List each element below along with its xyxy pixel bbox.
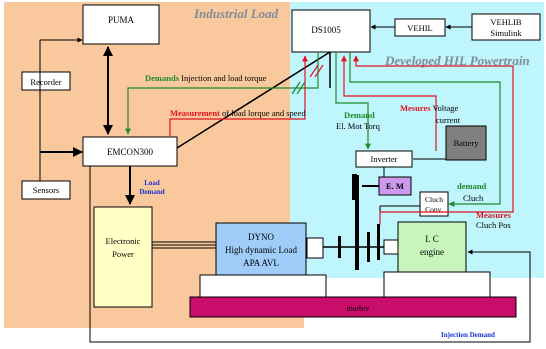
electric-motor-label: E. M — [386, 181, 404, 191]
marble-slab — [189, 296, 517, 318]
demand-clutch-line — [349, 52, 501, 207]
recorder-block — [21, 71, 71, 91]
clutch-converter-label-line2: Conv. — [425, 205, 443, 214]
ic-engine-label-line2: engine — [420, 247, 444, 257]
mesures-voltage-line — [341, 55, 437, 151]
engine-pedestal — [383, 271, 491, 298]
recorder-label: Recorder — [30, 77, 61, 87]
vehlib-label-line1: VEHLIB — [490, 17, 521, 27]
dyno-block — [215, 222, 307, 276]
dyno-coupling — [306, 237, 324, 259]
dyno-label-line3: APA AVL — [243, 258, 279, 268]
vehlib-label-line2: Simulink — [490, 28, 522, 38]
ds1005-block — [291, 9, 371, 53]
sensors-block — [21, 180, 71, 200]
dyno-pedestal — [199, 274, 327, 298]
ic-engine-block — [397, 221, 467, 273]
measurement-label: Measurement of load lorque and speed — [170, 108, 306, 118]
demand-elmot-torque-line — [335, 52, 371, 150]
emcon300-label: EMCON300 — [107, 147, 154, 157]
measures-clutch-label-line2: Cluch Pos — [476, 220, 511, 230]
puma-label: PUMA — [108, 15, 135, 25]
demand-elmot-label-line2: El. Mot Torq — [336, 121, 381, 131]
drive-shaft-vertical — [355, 175, 359, 270]
hil-powertrain-title: Developed HIL Powertrain — [384, 53, 530, 68]
demand-elmot-label-line1: Demand — [344, 110, 375, 120]
dyno-label-line1: DYNO — [248, 232, 274, 242]
clutch-converter-label-line1: Cluch — [425, 195, 443, 204]
clutch-plate-right — [377, 224, 380, 260]
demands-injection-torque-line — [125, 52, 319, 135]
battery-label: Battery — [453, 138, 479, 148]
sensors-label: Sensors — [33, 185, 59, 195]
load-demand-label-line2: Demand — [139, 188, 164, 196]
emcon300-block — [82, 136, 178, 167]
clutch-plate-left — [367, 232, 370, 262]
ic-engine-label-line1: I. C — [425, 234, 439, 244]
em-coupling — [352, 174, 357, 200]
industrial-load-title: Industrial Load — [193, 6, 279, 21]
engine-coupling — [383, 239, 399, 255]
measurement-torque-speed-line — [169, 55, 308, 137]
dyno-label-line2: High dynamic Load — [225, 245, 297, 255]
injection-demand-path — [89, 166, 531, 343]
vehil-label: VEHIL — [407, 23, 433, 33]
inverter-label: Inverter — [371, 154, 398, 164]
vehlib-block — [471, 13, 541, 41]
measures-clutch-pos-line — [353, 55, 514, 225]
puma-block — [82, 4, 160, 45]
hash-green-2 — [296, 81, 306, 95]
current-label: current — [436, 115, 461, 125]
battery-block — [445, 125, 487, 161]
load-demand-label-line1: Load — [144, 179, 160, 187]
injection-demand-label: Injection Demand — [441, 331, 495, 339]
torque-sensor — [338, 236, 341, 258]
hash-red-1 — [309, 64, 319, 78]
demand-clutch-label-line2: Cluch — [463, 193, 484, 203]
ds1005-label: DS1005 — [311, 25, 341, 35]
marble-label: marbre — [347, 304, 370, 313]
electronic-power-label-line2: Power — [112, 249, 134, 259]
demands-label: Demands Injection and load torque — [145, 73, 267, 83]
hash-green-1 — [291, 81, 301, 95]
hash-red-2 — [314, 64, 324, 78]
mesures-voltage-label: Mesures Voltage — [400, 103, 459, 113]
electronic-power-label-line1: Electronic — [106, 236, 141, 246]
measures-clutch-label-line1: Measures — [476, 210, 511, 220]
electronic-power-block — [93, 206, 153, 308]
demand-clutch-label-line1: demand — [457, 181, 487, 191]
